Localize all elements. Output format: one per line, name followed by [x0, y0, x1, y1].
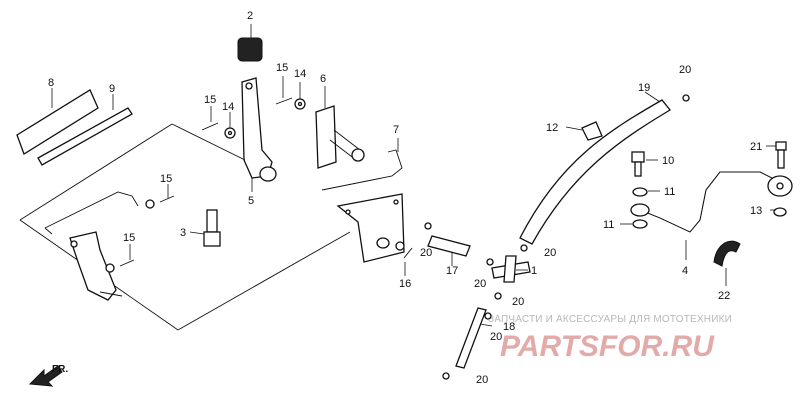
callout-19: 19	[638, 82, 650, 94]
watermark-tagline: ЗАПЧАСТИ И АКСЕССУАРЫ ДЛЯ МОТОТЕХНИКИ	[488, 314, 732, 325]
callout-15-d: 15	[123, 232, 135, 244]
part-4-pipe	[639, 171, 793, 260]
callout-3: 3	[180, 227, 186, 239]
callout-20-d: 20	[544, 247, 556, 259]
callout-4: 4	[682, 265, 688, 277]
callout-11-a: 11	[664, 186, 675, 198]
part-3-pin	[189, 209, 221, 247]
part-1-joint	[491, 255, 531, 283]
arrow-down-left-icon	[28, 365, 63, 387]
part-7-rod	[321, 138, 403, 191]
callout-9: 9	[109, 83, 115, 95]
assembly-outline	[19, 123, 351, 331]
clamp-20-markers	[424, 94, 690, 380]
part-pedal-rod	[44, 191, 139, 301]
callout-20-g: 20	[679, 64, 691, 76]
direction-label: FR.	[52, 364, 68, 375]
part-2-cap	[237, 24, 263, 62]
part-15-pin-upper	[275, 76, 293, 105]
part-washer-lower	[105, 263, 115, 273]
callout-17: 17	[446, 265, 458, 277]
callout-14-b: 14	[222, 101, 234, 113]
callout-13: 13	[750, 205, 762, 217]
callout-1: 1	[531, 265, 537, 277]
callout-20-f: 20	[476, 374, 488, 386]
part-19-hose	[519, 91, 671, 245]
callout-10: 10	[662, 155, 674, 167]
callout-15-a: 15	[276, 62, 288, 74]
callout-16: 16	[399, 278, 411, 290]
callout-20-c: 20	[512, 296, 524, 308]
callout-18: 18	[503, 321, 515, 333]
part-15-pin-lower	[119, 244, 135, 267]
part-17-tube	[427, 235, 471, 266]
part-15-pin-rod	[159, 184, 175, 203]
callout-5: 5	[248, 195, 254, 207]
callout-6: 6	[320, 73, 326, 85]
part-12-clamp	[565, 121, 603, 141]
part-6-bracket-shaft	[315, 86, 365, 169]
part-13-washer	[770, 207, 787, 217]
callout-15-b: 15	[204, 94, 216, 106]
callout-15-c: 15	[160, 173, 172, 185]
part-washer-rod	[145, 199, 155, 209]
part-14-washer-right	[294, 82, 306, 110]
part-15-pin-top	[201, 106, 219, 131]
part-8-decal	[16, 88, 99, 155]
part-14-washer-left	[224, 112, 236, 139]
part-11-washers	[620, 187, 660, 229]
part-16-pin	[395, 241, 413, 276]
part-5-lever-arm	[241, 77, 277, 192]
part-22-band	[713, 240, 741, 286]
part-9-strip	[37, 94, 133, 166]
callout-11-b: 11	[603, 219, 614, 231]
part-bracket-plate	[336, 193, 405, 263]
callout-20-b: 20	[474, 278, 486, 290]
callout-12: 12	[546, 122, 558, 134]
callout-8: 8	[48, 77, 54, 89]
part-10-bolt	[631, 151, 658, 177]
callout-14-a: 14	[294, 68, 306, 80]
callout-22: 22	[718, 290, 730, 302]
watermark-brand: PARTSFOR.RU	[500, 330, 715, 363]
front-direction-indicator: FR.	[28, 364, 68, 387]
callout-2: 2	[247, 10, 253, 22]
callout-7: 7	[393, 124, 399, 136]
callout-20-a: 20	[420, 247, 432, 259]
callout-20-e: 20	[490, 331, 502, 343]
callout-21: 21	[750, 141, 762, 153]
part-21-bolt	[766, 141, 787, 169]
part-18-hose	[455, 307, 493, 369]
